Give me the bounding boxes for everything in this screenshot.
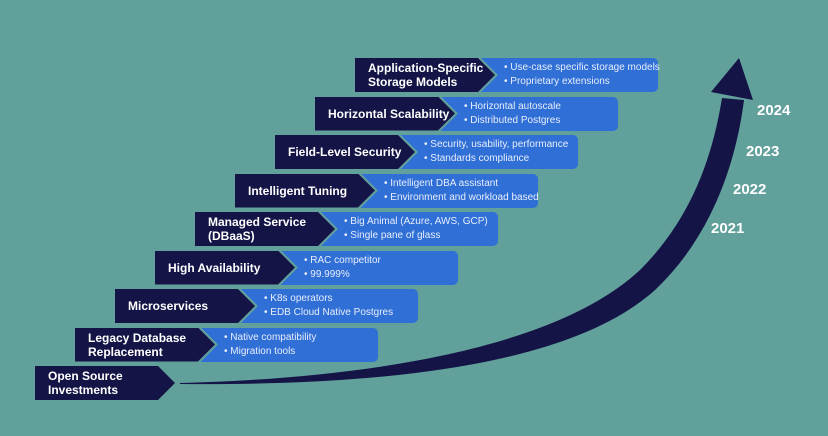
step-bullet: • Security, usability, performance bbox=[424, 139, 569, 150]
year-label: 2024 bbox=[757, 102, 791, 119]
arrow-curve bbox=[180, 98, 744, 385]
step-details: • Native compatibility • Migration tools bbox=[198, 327, 378, 362]
step-bullet: • Environment and workload based bbox=[384, 191, 539, 203]
step-title-line: Open Source bbox=[48, 369, 123, 383]
step-title-line: Field-Level Security bbox=[288, 145, 402, 159]
year-label: 2021 bbox=[711, 220, 745, 237]
step-bullet: • EDB Cloud Native Postgres bbox=[264, 307, 394, 318]
step-label: Horizontal Scalability bbox=[315, 96, 455, 131]
step-title-line: Microservices bbox=[128, 299, 209, 313]
step-details: • Horizontal autoscale • Distributed Post… bbox=[438, 96, 618, 131]
step-label: Field-Level Security bbox=[275, 135, 415, 169]
step-details: • RAC competitor • 99.999% bbox=[278, 250, 458, 285]
step-details: • Big Animal (Azure, AWS, GCP) • Single p… bbox=[318, 212, 498, 246]
step-bullet: • Proprietary extensions bbox=[504, 76, 610, 87]
step-bullet: • Horizontal autoscale bbox=[464, 100, 561, 112]
step-label: Intelligent Tuning bbox=[235, 173, 375, 208]
step-label: High Availability bbox=[155, 250, 295, 285]
step-bullet: • Migration tools bbox=[224, 345, 296, 357]
step-title-line: Storage Models bbox=[368, 75, 458, 89]
step-bullet: • Intelligent DBA assistant bbox=[384, 177, 499, 189]
step-title-line: High Availability bbox=[168, 260, 261, 275]
step-title-line: Managed Service bbox=[208, 215, 307, 229]
step-bullet: • Single pane of glass bbox=[344, 230, 441, 241]
step-bullet: • K8s operators bbox=[264, 293, 333, 304]
year-label: 2022 bbox=[733, 181, 767, 198]
step-bullet: • RAC competitor bbox=[304, 254, 381, 266]
arrow-head bbox=[711, 58, 753, 100]
step-title-line: Application-Specific bbox=[368, 61, 484, 75]
step-details: • Intelligent DBA assistant • Environment… bbox=[358, 173, 539, 208]
step-details: • K8s operators • EDB Cloud Native Postgr… bbox=[238, 289, 418, 323]
step-title-line: Intelligent Tuning bbox=[248, 183, 348, 198]
step-details: • Security, usability, performance • Stan… bbox=[398, 135, 578, 169]
step-title-line: (DBaaS) bbox=[208, 229, 255, 243]
step-details: • Use-case specific storage models • Prop… bbox=[478, 58, 660, 92]
step-label: Microservices bbox=[115, 289, 255, 323]
step-bullet: • Native compatibility bbox=[224, 331, 317, 343]
step-bullet: • Big Animal (Azure, AWS, GCP) bbox=[344, 216, 488, 227]
step-title-line: Investments bbox=[48, 383, 119, 397]
step-bullet: • 99.999% bbox=[304, 268, 350, 280]
step-title-line: Legacy Database bbox=[88, 330, 187, 345]
step-title-line: Replacement bbox=[88, 344, 163, 359]
step-bullet: • Use-case specific storage models bbox=[504, 62, 660, 73]
step-bullet: • Standards compliance bbox=[424, 153, 530, 164]
year-label: 2023 bbox=[746, 143, 780, 160]
step-title-line: Horizontal Scalability bbox=[328, 106, 450, 121]
step-bullet: • Distributed Postgres bbox=[464, 114, 561, 126]
step-label: Managed Service(DBaaS) bbox=[195, 212, 335, 246]
